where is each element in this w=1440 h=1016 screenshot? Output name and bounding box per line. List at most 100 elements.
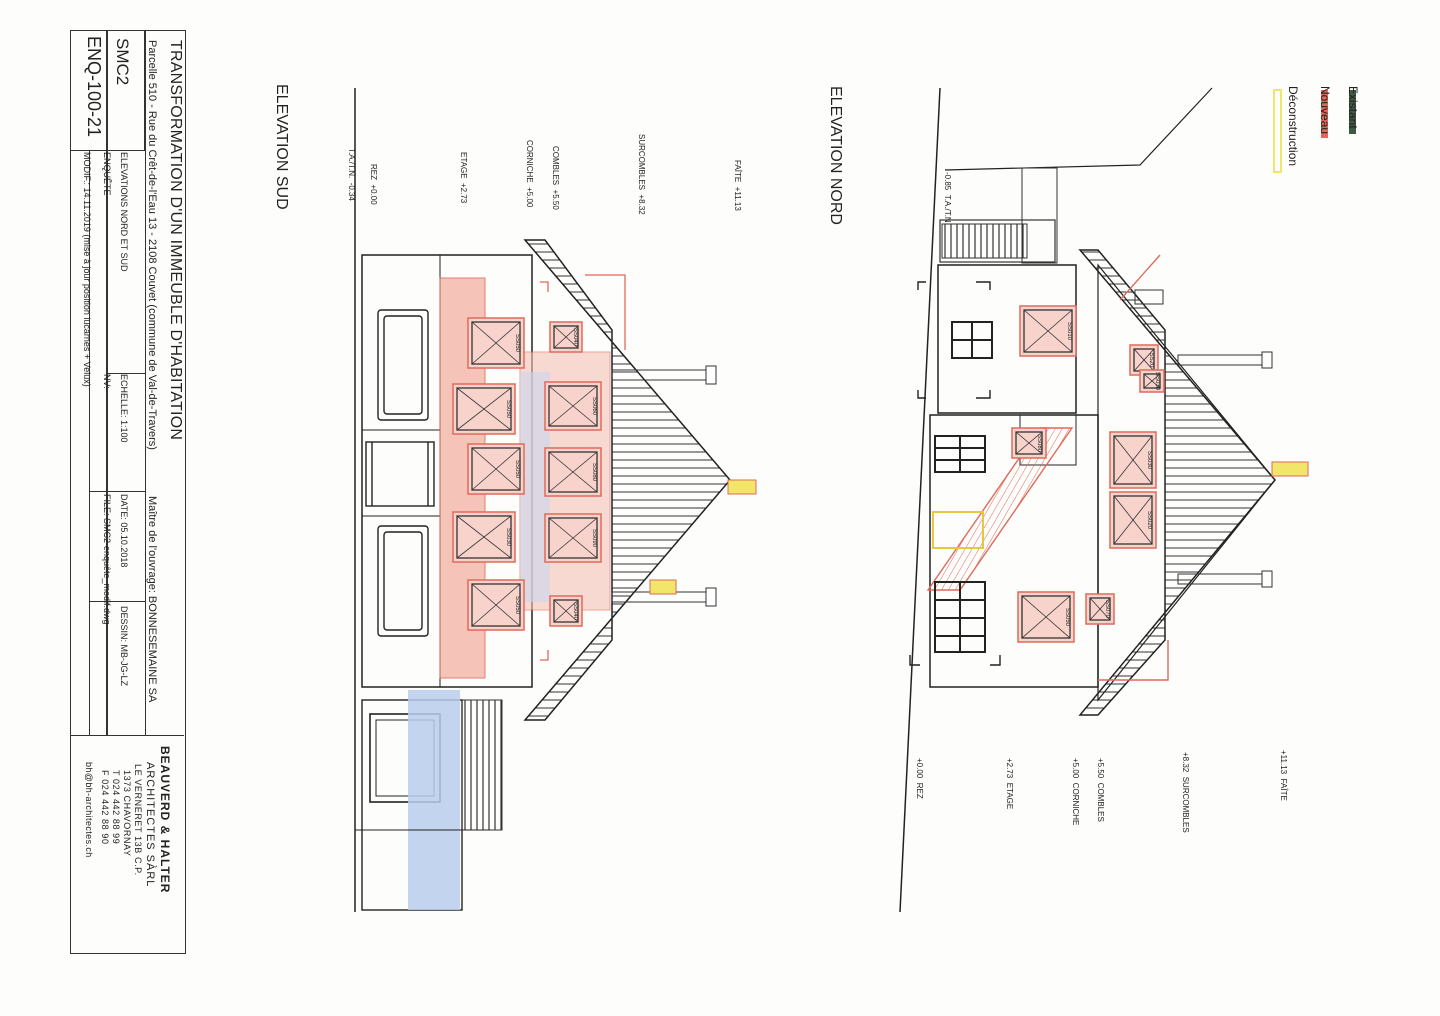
sud-level-corniche: CORNICHE +5.00: [525, 140, 534, 208]
sud-level-rez: REZ +0.00: [369, 164, 378, 205]
nord-level-rez: +0.00 REZ: [915, 758, 924, 799]
drawing-title: ELEVATIONS NORD ET SUD: [119, 152, 129, 272]
nord-ground-line: [899, 87, 941, 913]
sheet-number: ENQ-100-21: [84, 36, 104, 138]
nord-window-5: SS070: [1085, 593, 1115, 625]
architect-city: 1373 CHAVORNAY: [122, 770, 132, 857]
legend-label-existant: Existant: [1346, 86, 1360, 129]
elevation-nord: [899, 87, 1309, 913]
sud-level-etage: ETAGE +2.73: [459, 152, 468, 204]
architect-fax: F 024 442 88 90: [100, 770, 110, 845]
sud-window-3: SS040: [549, 321, 583, 353]
sud-window-code: SS030: [505, 528, 511, 547]
architect-name: BEAUVERD & HALTER: [158, 746, 172, 894]
sud-window-0: SS050: [467, 317, 525, 369]
sud-window-9: SS030: [452, 511, 516, 563]
nord-terrain-line: [944, 87, 1213, 171]
sud-window-code: SS090: [591, 529, 597, 548]
nord-balcony: [939, 167, 1058, 264]
nord-window-code: SS030: [1154, 372, 1160, 391]
project-client: Maître de l'ouvrage: BONNESEMAINE SA: [146, 496, 158, 703]
drawing-code: SMC2: [113, 38, 132, 86]
project-title: TRANSFORMATION D'UN IMMEUBLE D'HABITATIO…: [167, 40, 184, 441]
sud-level-terrain: T.A./T.N. -0.34: [347, 148, 356, 201]
drawing-file: FILE: SMC2-enquête_modif.dwg: [102, 494, 112, 625]
nord-window-6: SS050: [1017, 591, 1075, 643]
legend-swatch-0: [1349, 90, 1356, 134]
nord-window-code: SS20: [1148, 353, 1154, 368]
sud-window-5: SS060: [544, 381, 602, 431]
nord-window-7: SS030: [1139, 369, 1165, 393]
sud-window-code: SS040: [572, 602, 578, 621]
sud-existing-openings: [365, 309, 435, 637]
legend-label-nouveau: Nouveau: [1318, 86, 1332, 135]
elevation-nord-title: ELEVATION NORD: [827, 86, 844, 225]
nord-window-code: SS080: [1036, 434, 1042, 453]
nord-demolished-window: [932, 511, 984, 549]
sud-roof: [523, 239, 731, 721]
legend-label-deconstruction: Déconstruction: [1286, 86, 1300, 167]
nord-level-etage: +2.73 ETAGE: [1005, 758, 1014, 810]
elevation-sud: [354, 88, 757, 912]
legend-swatches: [1273, 89, 1356, 173]
sud-window-6: SS080: [544, 447, 602, 497]
drawing-date: DATE: 05.10.2018: [119, 494, 129, 568]
sud-window-code: SS060: [591, 397, 597, 416]
architect-street: LE VERNERET 13B C.P.: [133, 764, 143, 876]
project-address: Parcelle 510 - Rue du Crêt-de-l'Eau 13 -…: [146, 40, 158, 450]
nord-roof-gable: [1097, 263, 1276, 702]
architect-phone: T 024 442 88 99: [111, 770, 121, 845]
nord-level-combles: +5.50 COMBLES: [1096, 758, 1105, 822]
nord-level-surcombles: +8.32 SURCOMBLES: [1181, 752, 1190, 833]
drawing-phase: ENQUÊTE: [102, 152, 112, 196]
sud-window-code: SS050: [514, 460, 520, 479]
nord-window-4: SS020: [1109, 491, 1157, 549]
sud-window-2: SS050: [467, 579, 525, 631]
elevation-sud-title: ELEVATION SUD: [273, 84, 290, 210]
nord-level-corniche: +5.00 CORNICHE: [1071, 758, 1080, 826]
nord-window-2: SS080: [1011, 427, 1047, 459]
drawing-author: DESSIN: MB-JG-LZ: [119, 606, 129, 687]
sud-window-code: SS040: [572, 328, 578, 347]
architect-email: bh@bh-architectes.ch: [84, 762, 94, 858]
nord-window-code: SS050: [1064, 608, 1070, 627]
sud-level-surcombles: SURCOMBLES +8.32: [637, 134, 646, 215]
sud-window-code: SS050: [514, 596, 520, 615]
nord-window-code: SS030: [1146, 451, 1152, 470]
nord-window-code: SS020: [1146, 511, 1152, 530]
drawing-scale: ECHELLE: 1:100: [119, 374, 129, 443]
nord-level-faite: +11.13 FAÎTE: [1279, 750, 1288, 801]
sud-level-faite: FAÎTE +11.13: [733, 160, 742, 211]
sud-window-1: SS050: [467, 443, 525, 495]
sud-window-7: SS090: [544, 513, 602, 563]
nord-chimney-1: [1177, 354, 1269, 366]
sud-new-windows: SS050SS050SS050SS040SS040SS060SS080SS090…: [452, 317, 602, 631]
nord-window-0: SS010: [1019, 305, 1077, 357]
nord-window-3: SS030: [1109, 431, 1157, 489]
nord-new-railing: [1098, 640, 1169, 681]
drawing-nv: NV:: [102, 374, 112, 389]
drawing-modif: MODIF.: 14.11.2019 (mise à jour position…: [82, 152, 92, 387]
sud-window-code: SS050: [514, 334, 520, 353]
nord-existing-windows: [934, 321, 993, 653]
sud-level-combles: COMBLES +5.50: [551, 146, 560, 210]
nord-new-stair: [926, 427, 1074, 591]
nord-window-code: SS010: [1066, 322, 1072, 341]
sud-window-8: SS050: [452, 383, 516, 435]
nord-level-terrain: -0.85 T.A./T.N.: [943, 172, 952, 225]
sud-window-code: SS050: [505, 400, 511, 419]
nord-roof: [1078, 249, 1276, 716]
sud-new-terrace: [408, 690, 460, 910]
nord-ridge-demolition: [1271, 461, 1309, 477]
title-block: [70, 30, 186, 954]
sud-window-code: SS080: [591, 463, 597, 482]
legend-swatch-1: [1321, 90, 1328, 138]
architect-company: ARCHITECTES SÀRL: [144, 762, 156, 888]
sud-ridge-demolition: [727, 479, 757, 495]
nord-window-code: SS070: [1104, 600, 1110, 619]
sud-window-4: SS040: [549, 595, 583, 627]
legend-swatch-2: [1273, 89, 1282, 173]
